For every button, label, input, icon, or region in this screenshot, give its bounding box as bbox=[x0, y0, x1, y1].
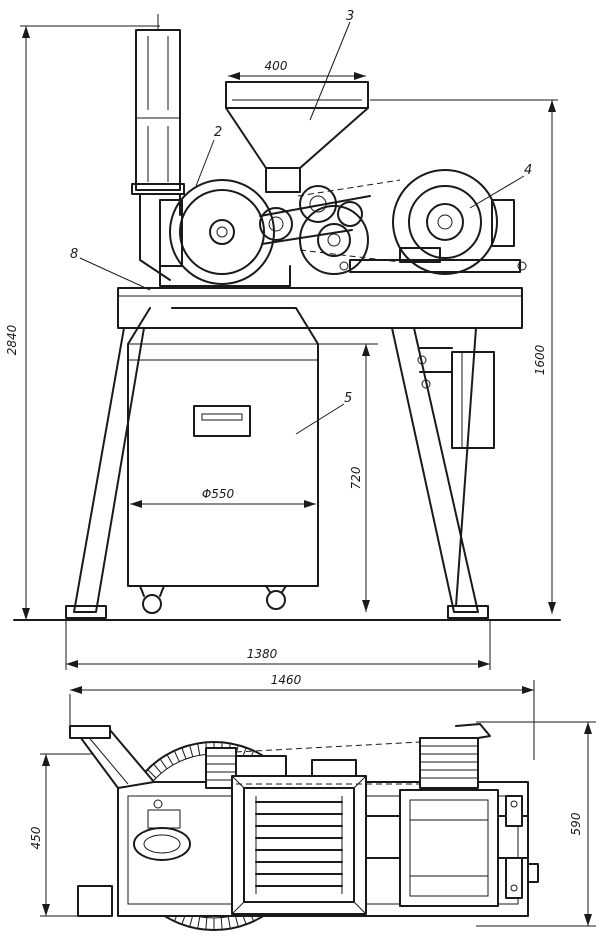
dim-total-height-label: 2840 bbox=[5, 324, 19, 355]
pulley-hatch-line bbox=[227, 916, 231, 929]
dim-base-length: 1380 bbox=[65, 620, 491, 670]
large-pulley bbox=[159, 179, 275, 285]
callout-hopper-label: 3 bbox=[346, 9, 354, 24]
dim-total-height: 2840 bbox=[5, 25, 160, 620]
pulley-hatch-line bbox=[181, 747, 187, 760]
pulley-hatch-line bbox=[205, 917, 208, 930]
dim-plan-depth-label: 450 bbox=[29, 826, 43, 849]
pulley-hatch-line bbox=[189, 745, 194, 757]
frame-legs bbox=[65, 327, 489, 619]
callout-tank-label: 5 bbox=[344, 391, 352, 406]
plan-belt-upper bbox=[235, 741, 421, 753]
plan-spring-right bbox=[419, 723, 491, 789]
plan-motor bbox=[399, 789, 539, 907]
elevation-view: 2840 400 1600 720 bbox=[5, 9, 561, 670]
gear-train bbox=[259, 185, 371, 275]
dim-tank-diameter-label: Φ550 bbox=[202, 487, 235, 501]
dim-tank-height: 720 bbox=[318, 343, 378, 612]
plan-chute bbox=[69, 725, 155, 917]
dim-base-length-label: 1380 bbox=[247, 647, 278, 661]
callout-hopper: 3 bbox=[309, 9, 354, 121]
frame-beam bbox=[117, 287, 523, 329]
control-box bbox=[417, 347, 495, 449]
pulley-hatch-line bbox=[153, 763, 162, 774]
plan-hopper-grid bbox=[231, 775, 367, 915]
callout-frame: 8 bbox=[70, 247, 151, 291]
dim-hopper-width-label: 400 bbox=[265, 59, 288, 73]
callout-motor-label: 4 bbox=[524, 163, 532, 178]
dim-plan-width-label: 590 bbox=[569, 812, 583, 835]
dim-plan-width: 590 bbox=[476, 721, 596, 927]
pulley-hatch-line bbox=[197, 916, 201, 929]
plan-oval-port bbox=[133, 799, 191, 861]
callout-motor: 4 bbox=[469, 163, 532, 209]
plan-view: 1460 450 590 bbox=[29, 673, 596, 931]
pulley-hatch-line bbox=[197, 743, 201, 756]
pulley-hatch-line bbox=[166, 754, 174, 766]
pulley-housing-base bbox=[159, 265, 291, 287]
dim-plan-length: 1460 bbox=[69, 673, 535, 760]
pulley-hatch-line bbox=[189, 915, 194, 927]
tank bbox=[127, 307, 319, 614]
dim-frame-height-label: 1600 bbox=[533, 344, 547, 375]
pulley-hatch-line bbox=[159, 758, 168, 770]
motor bbox=[297, 169, 527, 275]
dim-frame-height: 1600 bbox=[370, 99, 558, 614]
dim-plan-length-label: 1460 bbox=[271, 673, 302, 687]
pulley-hatch-line bbox=[173, 750, 180, 762]
pulley-hatch-line bbox=[220, 917, 223, 930]
cyclone-tube bbox=[131, 14, 185, 281]
pulley-hatch-line bbox=[234, 915, 239, 927]
dim-tank-diameter: Φ550 bbox=[130, 487, 316, 508]
hopper bbox=[225, 81, 369, 193]
dim-hopper-width: 400 bbox=[228, 59, 366, 80]
callout-tank: 5 bbox=[295, 391, 352, 435]
dim-plan-depth: 450 bbox=[29, 753, 112, 917]
pulley-hatch-line bbox=[147, 769, 157, 779]
callout-frame-label: 8 bbox=[70, 247, 78, 262]
dim-tank-height-label: 720 bbox=[349, 466, 363, 489]
callout-pulley-label: 2 bbox=[214, 125, 222, 140]
callout-pulley: 2 bbox=[195, 125, 222, 187]
